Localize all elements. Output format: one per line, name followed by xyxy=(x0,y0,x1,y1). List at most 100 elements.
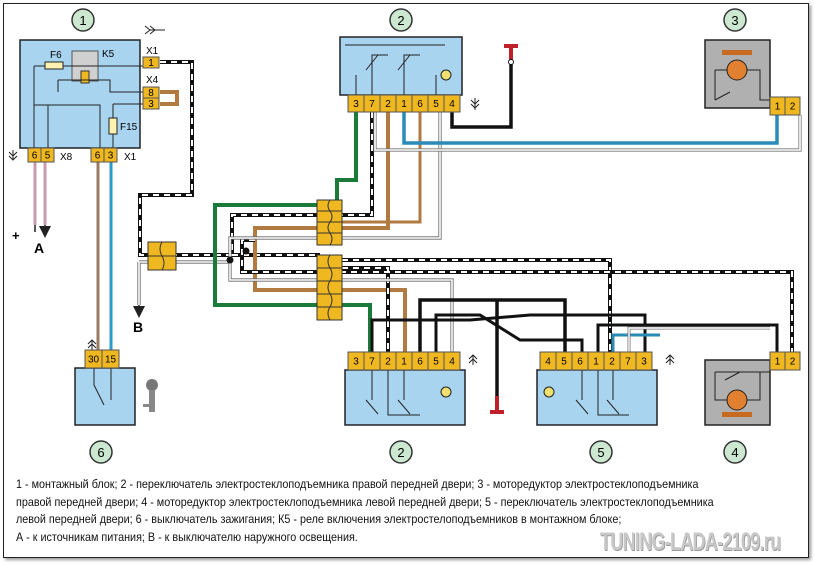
badge-number: 2 xyxy=(397,445,404,460)
pin-label: 4 xyxy=(449,99,455,110)
component-number-badge: 4 xyxy=(723,440,747,464)
motor-icon xyxy=(722,412,752,417)
pin-label: 8 xyxy=(148,88,154,99)
pin-label: 4 xyxy=(449,357,455,368)
switch-left-door xyxy=(536,369,658,426)
switch-right-door xyxy=(339,36,463,96)
pin-label: 6 xyxy=(577,357,583,368)
switch-right-door-lower xyxy=(344,369,466,426)
pin-label: 5 xyxy=(433,357,439,368)
pin: 1 xyxy=(395,94,413,113)
caption-line: А - к источникам питания; В - к выключат… xyxy=(16,530,358,544)
pin: 2 xyxy=(603,351,621,371)
pin-label: 2 xyxy=(385,357,391,368)
pin-label: 3 xyxy=(641,357,647,368)
pin: 4 xyxy=(443,351,461,371)
pin-label: 1 xyxy=(593,357,599,368)
pin: 6 xyxy=(411,94,429,113)
pin-label: 5 xyxy=(433,99,439,110)
pin: 6 xyxy=(571,351,589,371)
watermark: TUNING-LADA-2109.ru xyxy=(600,528,781,556)
pin: 1 xyxy=(769,96,786,116)
pin: 3 xyxy=(635,351,653,371)
pin: 30 xyxy=(84,349,103,369)
pin: 2 xyxy=(784,351,801,371)
badge-number: 4 xyxy=(731,445,738,460)
pin: 3 xyxy=(347,94,365,113)
connector-x8-label: X8 xyxy=(60,152,73,163)
component-number-badge: 2 xyxy=(389,440,413,464)
pin: 6 xyxy=(27,147,42,163)
badge-number: 3 xyxy=(731,13,738,28)
pin: 5 xyxy=(40,147,55,163)
pin: 7 xyxy=(363,351,381,371)
label-a: A xyxy=(34,240,44,256)
pin-label: 2 xyxy=(609,357,615,368)
wire-pink xyxy=(33,162,47,225)
badge-number: 2 xyxy=(397,13,404,28)
wire-striped-7 xyxy=(240,112,794,352)
caption-line: правой передней двери; 4 - моторедуктор … xyxy=(16,495,714,509)
connector-mid-top xyxy=(316,199,343,246)
pin: 1 xyxy=(769,351,786,371)
wire-blue-2 xyxy=(402,112,779,145)
pin: 5 xyxy=(555,351,573,371)
wire-black-top xyxy=(450,60,513,129)
connector-x1-bottom-label: X1 xyxy=(124,152,137,163)
pin-label: 1 xyxy=(401,357,407,368)
motor-icon xyxy=(722,50,752,55)
wire-brown-loop xyxy=(160,90,179,106)
caption-line: 1 - монтажный блок; 2 - переключатель эл… xyxy=(16,478,699,491)
motor-left-door xyxy=(704,359,771,426)
pin: 3 xyxy=(142,97,160,110)
pin-label: 6 xyxy=(417,99,423,110)
pin-label: 3 xyxy=(148,99,154,110)
pin: 3 xyxy=(347,351,365,371)
component-number-badge: 1 xyxy=(71,8,95,32)
component-number-badge: 2 xyxy=(389,8,413,32)
pin-label: 5 xyxy=(561,357,567,368)
diagram-frame xyxy=(3,3,809,558)
pin-label: 1 xyxy=(775,357,781,368)
fuse-f15-icon xyxy=(108,117,118,135)
wire-green xyxy=(213,112,372,352)
pin: 2 xyxy=(379,351,397,371)
pin-label: 1 xyxy=(148,58,154,69)
label-b: B xyxy=(133,319,143,335)
pin-label: 15 xyxy=(105,355,117,366)
pin-label: 4 xyxy=(545,357,551,368)
wires xyxy=(33,60,802,402)
badge-number: 5 xyxy=(597,445,604,460)
badge-number: 1 xyxy=(79,13,86,28)
label-plus: + xyxy=(12,228,20,243)
pin-label: 1 xyxy=(401,99,407,110)
pin-label: 7 xyxy=(369,357,375,368)
ground-terminal-bottom xyxy=(490,396,504,414)
pin-label: 6 xyxy=(95,151,101,162)
connector-x1-label: X1 xyxy=(146,46,159,57)
arrow-a-icon xyxy=(34,225,45,232)
pin: 6 xyxy=(411,351,429,371)
pin-label: 5 xyxy=(45,151,51,162)
key-icon xyxy=(143,379,158,412)
lamp-icon xyxy=(440,386,452,398)
pin-label: 3 xyxy=(353,99,359,110)
connector-mid-bottom xyxy=(316,254,343,321)
badge-number: 6 xyxy=(97,445,104,460)
pin-label: 1 xyxy=(775,102,781,113)
wire-black-cross xyxy=(370,313,647,352)
pin: 7 xyxy=(363,94,381,113)
pin: 3 xyxy=(103,147,118,163)
connector-small xyxy=(147,241,177,271)
pin-label: 3 xyxy=(353,357,359,368)
pin: 6 xyxy=(90,147,105,163)
lamp-icon xyxy=(543,386,555,398)
motor-right-door xyxy=(704,39,771,109)
pin-label: 6 xyxy=(417,357,423,368)
pin: 2 xyxy=(379,94,397,113)
ground-terminal-top xyxy=(504,44,518,65)
caption: 1 - монтажный блок; 2 - переключатель эл… xyxy=(16,476,741,546)
pin: 1 xyxy=(142,56,160,69)
component-number-badge: 6 xyxy=(89,440,113,464)
